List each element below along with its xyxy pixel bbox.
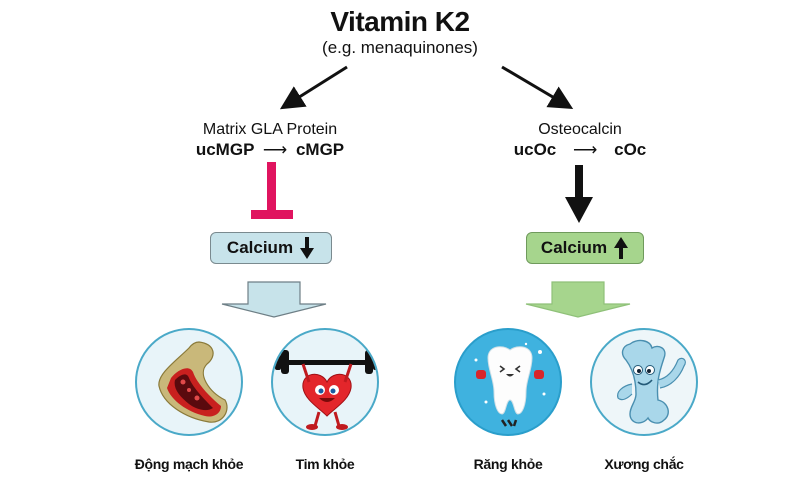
outcome-label-healthy-arteries: Động mạch khỏe xyxy=(134,456,244,472)
matrix-gla-protein-label: Matrix GLA Protein xyxy=(202,121,338,138)
healthy-artery-image xyxy=(135,328,243,436)
arrow-up-icon xyxy=(614,237,629,259)
conversion-arrow-icon: ⟶ xyxy=(262,140,288,159)
healthy-heart-image xyxy=(271,328,379,436)
coc-label: cOc xyxy=(614,140,647,159)
arrow-to-left-branch xyxy=(279,65,348,110)
arrow-to-right-branch xyxy=(501,65,574,110)
left-branch-label: Matrix GLA Protein ucMGP ⟶ cMGP xyxy=(170,120,370,160)
conversion-arrow-icon: ⟶ xyxy=(573,140,598,159)
inhibition-icon xyxy=(251,162,293,219)
outcome-label-healthy-teeth: Răng khỏe xyxy=(473,456,543,472)
promote-arrow-icon xyxy=(565,165,593,223)
osteocalcin-label: Osteocalcin xyxy=(538,121,622,138)
diagram-subtitle: (e.g. menaquinones) xyxy=(322,38,478,57)
calcium-increase-box: Calcium xyxy=(526,232,644,264)
right-branch-label: Osteocalcin ucOc ⟶ cOc xyxy=(480,120,680,160)
heart-lifting-icon xyxy=(275,350,377,430)
outcome-label-strong-bones: Xương chắc xyxy=(604,456,684,472)
healthy-teeth-image xyxy=(454,328,562,436)
bone-icon xyxy=(617,339,686,424)
ucoc-label: ucOc xyxy=(513,140,557,159)
left-block-arrow xyxy=(221,281,327,318)
artery-icon xyxy=(158,341,228,423)
cmgp-label: cMGP xyxy=(295,140,345,159)
tooth-icon xyxy=(474,342,546,427)
ucmgp-label: ucMGP xyxy=(195,140,255,159)
mgp-conversion: ucMGP ⟶ cMGP xyxy=(170,140,370,160)
oc-conversion: ucOc ⟶ cOc xyxy=(480,140,680,160)
right-block-arrow xyxy=(525,281,631,318)
diagram-title: Vitamin K2 xyxy=(330,6,470,37)
arrow-down-icon xyxy=(300,237,315,259)
outcome-label-healthy-heart: Tim khỏe xyxy=(295,456,355,472)
calcium-label: Calcium xyxy=(540,238,608,257)
strong-bones-image xyxy=(590,328,698,436)
calcium-label: Calcium xyxy=(226,238,294,257)
calcium-decrease-box: Calcium xyxy=(210,232,332,264)
